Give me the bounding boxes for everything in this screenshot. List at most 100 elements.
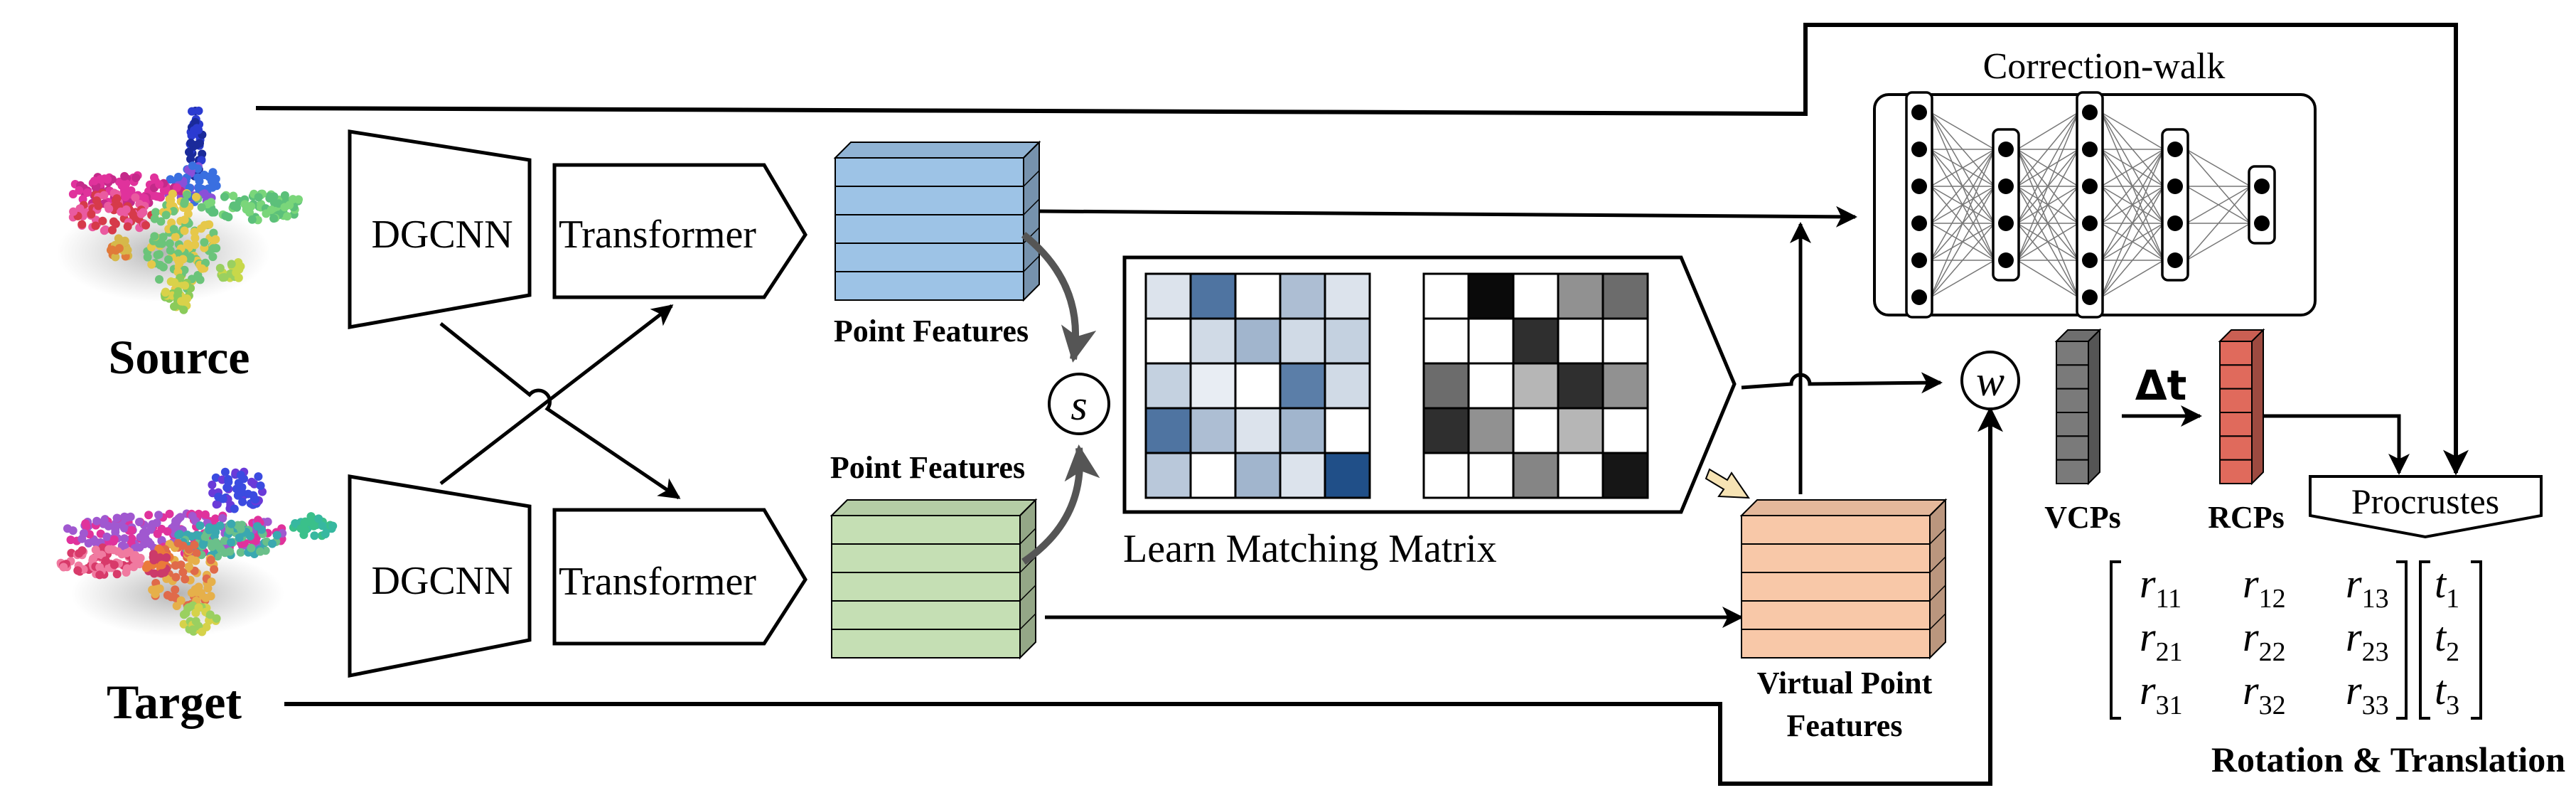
cross-arrow-bottom-to-top [439, 304, 674, 485]
point-cloud-dot [171, 561, 180, 570]
point-cloud-dot [210, 565, 219, 574]
heatmap-cell [1144, 452, 1192, 499]
heatmap-cell [1234, 452, 1282, 499]
point-cloud-dot [109, 535, 119, 544]
point-cloud-dot [188, 107, 196, 116]
point-cloud-dot [200, 171, 209, 179]
point-cloud-dot [95, 563, 104, 572]
point-cloud-dot [122, 205, 131, 214]
heatmap-cell [1422, 317, 1470, 365]
stack-side-line [1019, 528, 1036, 545]
point-cloud-dot [269, 214, 279, 223]
matching-matrix-gray-heatmap [1422, 272, 1649, 499]
heatmap-cell [1189, 317, 1237, 365]
point-cloud-dot [192, 140, 201, 149]
network-edge [1930, 112, 1995, 150]
point-cloud-dot [79, 529, 88, 538]
rcps-label: RCPs [2208, 500, 2285, 535]
point-cloud-dot [150, 173, 159, 182]
stack-cell [2056, 364, 2089, 390]
point-cloud-dot [194, 106, 203, 115]
point-cloud-dot [208, 183, 217, 192]
heatmap-cell [1279, 407, 1326, 454]
point-cloud-dot [150, 232, 159, 241]
point-cloud-dot [122, 564, 132, 573]
stack-cell [2219, 364, 2253, 390]
point-cloud-dot [109, 545, 118, 555]
point-cloud-dot [269, 192, 279, 201]
network-node [2082, 215, 2098, 231]
point-cloud-dot [178, 255, 188, 264]
point-cloud-dot [114, 177, 124, 186]
point-cloud-dot [263, 517, 272, 526]
network-edge [1930, 149, 1995, 224]
point-cloud-dot [154, 239, 163, 248]
point-cloud-dot [194, 582, 203, 592]
point-cloud-dot [176, 596, 186, 605]
point-cloud-dot [135, 560, 144, 569]
point-cloud-dot [155, 180, 164, 189]
point-cloud-dot [154, 544, 163, 553]
point-cloud-dot [227, 519, 236, 528]
stack-row [834, 271, 1024, 301]
procrustes-label: Procrustes [2351, 481, 2499, 521]
point-cloud-dot [310, 531, 319, 540]
point-cloud-dot [104, 521, 113, 531]
point-features-top-label: Point Features [834, 314, 1029, 348]
heatmap-cell [1279, 272, 1326, 320]
network-node [2082, 178, 2098, 194]
point-cloud-dot [235, 265, 244, 274]
network-edge [2186, 223, 2251, 261]
heatmap-cell [1467, 272, 1515, 320]
point-cloud-dot [238, 497, 247, 506]
point-cloud-dot [156, 260, 165, 270]
point-cloud-dot [227, 260, 236, 269]
heatmap-cell [1467, 362, 1515, 410]
heatmap-cell [1601, 362, 1649, 410]
network-edge [2100, 149, 2164, 298]
network-node [1998, 215, 2014, 231]
point-cloud-dot [184, 562, 193, 571]
point-cloud-dot [180, 197, 189, 206]
network-node [2167, 178, 2183, 194]
point-cloud-dot [257, 525, 267, 534]
point-cloud-dot [200, 533, 210, 542]
point-cloud-dot [135, 518, 144, 526]
point-cloud-dot [144, 511, 154, 520]
stack-side-line [1019, 499, 1036, 516]
point-cloud-dot [251, 495, 260, 504]
matrix-bracket [2419, 560, 2430, 720]
stack-row [831, 629, 1021, 659]
network-layer [2161, 128, 2189, 282]
virtual-point-features-stack [1739, 498, 1948, 660]
heatmap-cell [1324, 452, 1371, 499]
point-cloud-dot [132, 174, 141, 182]
stack-side-line [1023, 142, 1040, 159]
heatmap-cell [1512, 407, 1560, 454]
point-cloud-dot [262, 209, 271, 218]
stack-top-face [833, 142, 1041, 159]
point-cloud-dot [173, 172, 183, 181]
heatmap-cell [1144, 272, 1192, 320]
point-cloud-dot [169, 225, 178, 234]
point-cloud-dot [151, 208, 160, 217]
point-cloud-dot [180, 215, 189, 225]
point-cloud-dot [227, 538, 236, 547]
point-cloud-dot [77, 220, 87, 229]
point-cloud-dot [198, 540, 208, 549]
point-cloud-dot [191, 617, 200, 626]
heatmap-cell [1234, 272, 1282, 320]
point-cloud-dot [215, 264, 225, 272]
transformer-top-block [552, 163, 807, 299]
point-cloud-dot [91, 221, 100, 230]
heatmap-cell [1422, 407, 1470, 454]
point-cloud-dot [159, 233, 168, 242]
matrix-bracket [2471, 560, 2482, 720]
stack-row [834, 214, 1024, 244]
matrix-entry: r12 [2243, 560, 2286, 614]
point-cloud-dot [209, 176, 218, 186]
transformer-bottom-block [552, 508, 807, 646]
source-point-features-stack [833, 140, 1041, 302]
point-cloud-dot [208, 480, 217, 489]
